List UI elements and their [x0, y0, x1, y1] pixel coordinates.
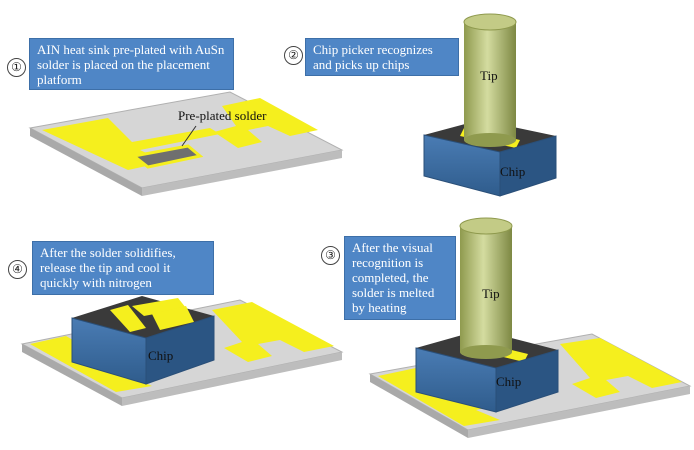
heat-sink-step1: [28, 91, 344, 196]
step-3-description: After the visual recognition is complete…: [344, 236, 456, 320]
tip-label-step3: Tip: [482, 286, 500, 301]
chip-label-step3: Chip: [496, 374, 522, 389]
pre-plated-solder-label: Pre-plated solder: [178, 108, 267, 123]
chip-label-step2: Chip: [500, 164, 526, 179]
step-2-description: Chip picker recognizes and picks up chip…: [305, 38, 459, 76]
chip-picker-step2: [423, 13, 557, 197]
step-3-number: ③: [321, 246, 340, 265]
step-1-number: ①: [7, 58, 26, 77]
step-1-description: AIN heat sink pre-plated with AuSn solde…: [29, 38, 234, 90]
tip-label-step2: Tip: [480, 68, 498, 83]
cooled-assembly-step4: [20, 296, 344, 406]
chip-label-step4: Chip: [148, 348, 174, 363]
step-4-description: After the solder solidifies, release the…: [32, 241, 214, 295]
heating-step3: [368, 217, 692, 438]
pre-plated-solder-patch: [130, 144, 204, 169]
leader-line: [181, 125, 197, 147]
step-2-number: ②: [284, 46, 303, 65]
step-4-number: ④: [8, 260, 27, 279]
